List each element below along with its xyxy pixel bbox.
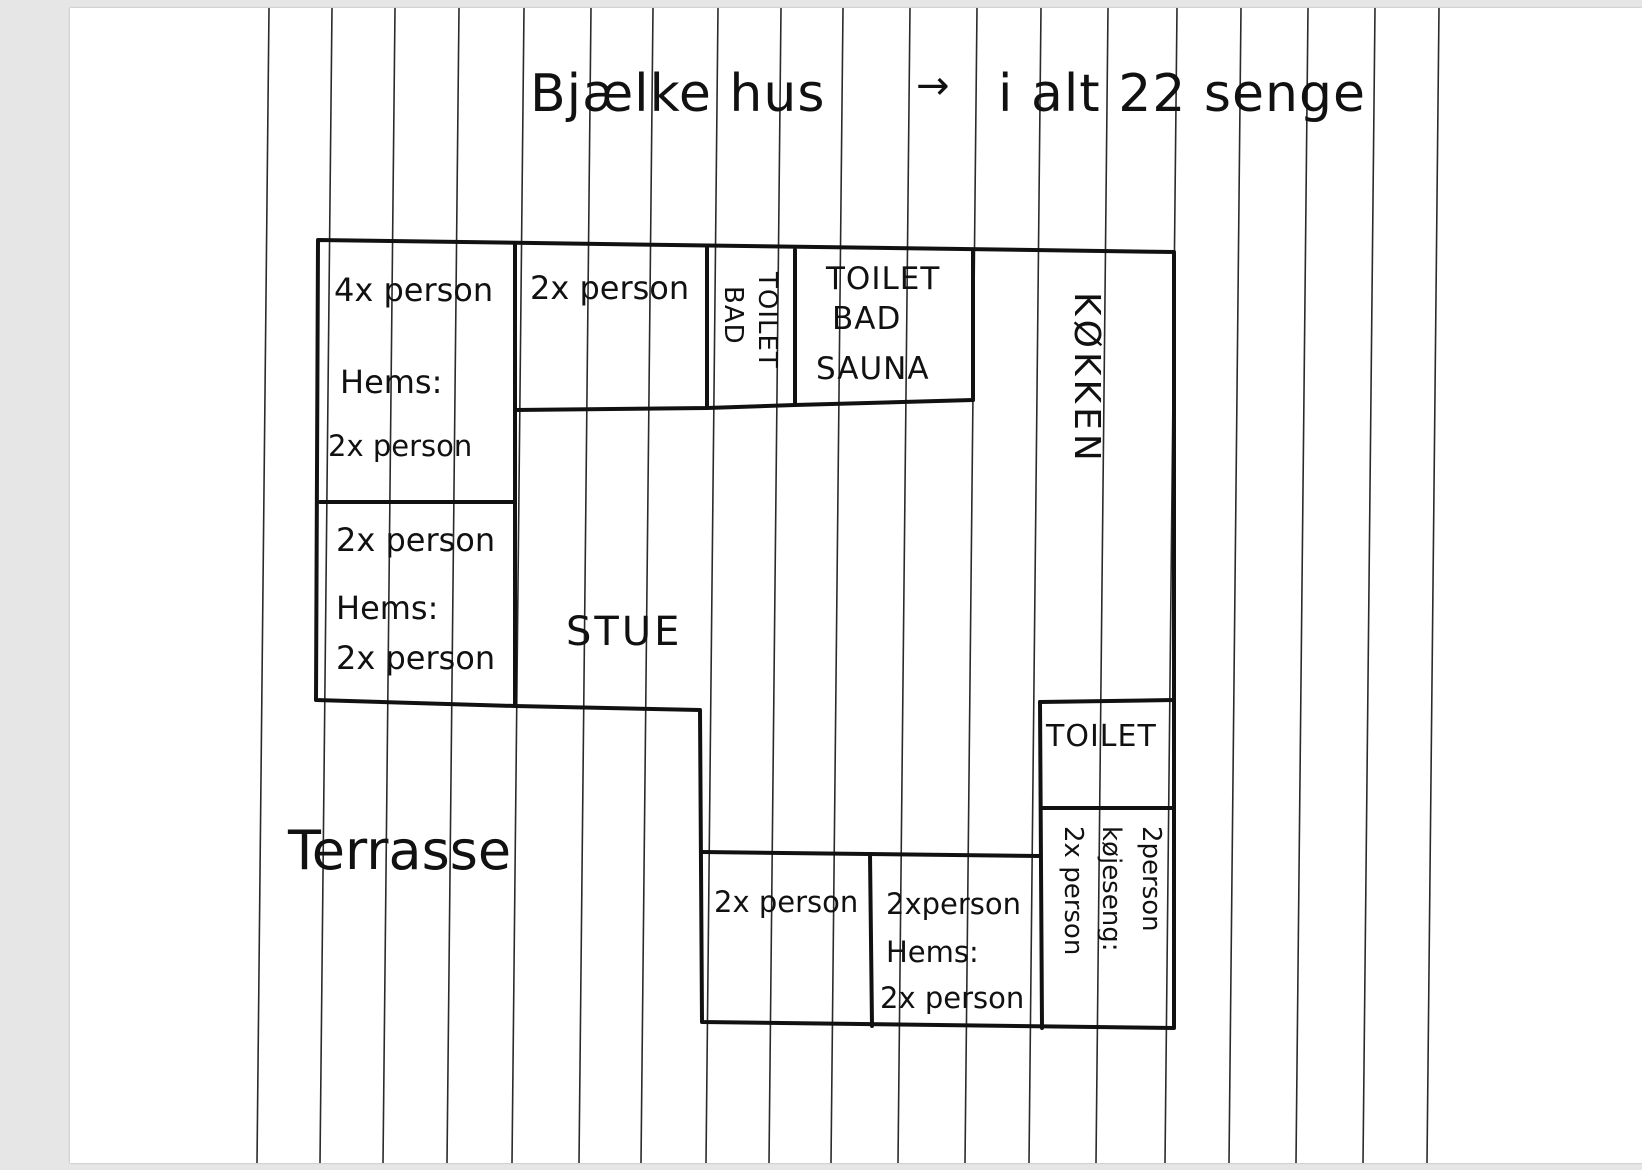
- kitchen-label: KØKKEN: [1066, 292, 1107, 465]
- room-e-capacity: 2xperson: [886, 887, 1022, 921]
- sauna-room-line1: TOILET: [826, 261, 941, 297]
- room-e-hems-label: Hems:: [886, 935, 979, 969]
- sauna-room-line3: SAUNA: [816, 351, 930, 387]
- ruled-line: [1362, 8, 1376, 1163]
- ruled-line: [511, 8, 525, 1163]
- room-b-capacity: 2x person: [530, 269, 690, 307]
- room-c-capacity: 2x person: [336, 521, 496, 559]
- ruled-line: [640, 8, 654, 1163]
- ruled-line: [382, 8, 396, 1163]
- room-a-hems-capacity: 2x person: [328, 429, 473, 463]
- notebook-paper: Bjælke hus → i alt 22 senge 4x person He…: [70, 8, 1642, 1163]
- wall-toilet-left: [1038, 700, 1044, 1030]
- ruled-line: [830, 8, 844, 1163]
- bed-count-total: i alt 22 senge: [998, 64, 1366, 124]
- wall-top-rooms-bottom: [513, 398, 975, 412]
- ruled-line: [1095, 8, 1109, 1163]
- ruled-line: [1228, 8, 1242, 1163]
- ruled-line: [1426, 8, 1440, 1163]
- room-a-hems-label: Hems:: [340, 363, 443, 401]
- ruled-line: [768, 8, 782, 1163]
- ruled-lines: [256, 8, 1440, 1163]
- toilet-bad-line1: TOILET: [752, 272, 782, 369]
- title-arrow: →: [916, 63, 951, 109]
- ruled-line: [446, 8, 460, 1163]
- terrace-label: Terrasse: [288, 819, 512, 882]
- ruled-line: [1295, 8, 1309, 1163]
- outer-wall: [314, 238, 1176, 1030]
- room-f-line1: 2person: [1136, 826, 1166, 932]
- room-c-hems-label: Hems:: [336, 589, 439, 627]
- wall-kitchen-bottom: [1038, 698, 1176, 704]
- room-a-capacity: 4x person: [334, 271, 494, 309]
- ruled-line: [705, 8, 719, 1163]
- toilet-small-label: TOILET: [1046, 719, 1157, 754]
- living-room-label: STUE: [566, 609, 683, 655]
- ruled-line: [1164, 8, 1178, 1163]
- room-f-line2: køjeseng:: [1096, 826, 1126, 952]
- room-f-line3: 2x person: [1058, 826, 1088, 956]
- sauna-room-line2: BAD: [832, 301, 902, 337]
- ruled-line: [897, 8, 911, 1163]
- ruled-line: [578, 8, 592, 1163]
- wall-room-d-e: [868, 852, 874, 1028]
- room-d-capacity: 2x person: [714, 885, 859, 919]
- floor-plan-walls: [314, 238, 1176, 1030]
- room-c-hems-capacity: 2x person: [336, 639, 496, 677]
- room-e-hems-capacity: 2x person: [880, 981, 1025, 1015]
- ruled-line: [256, 8, 270, 1163]
- plan-title: Bjælke hus: [530, 64, 826, 124]
- ruled-line: [964, 8, 978, 1163]
- ruled-line: [319, 8, 333, 1163]
- ruled-line: [1028, 8, 1042, 1163]
- toilet-bad-line2: BAD: [718, 286, 748, 345]
